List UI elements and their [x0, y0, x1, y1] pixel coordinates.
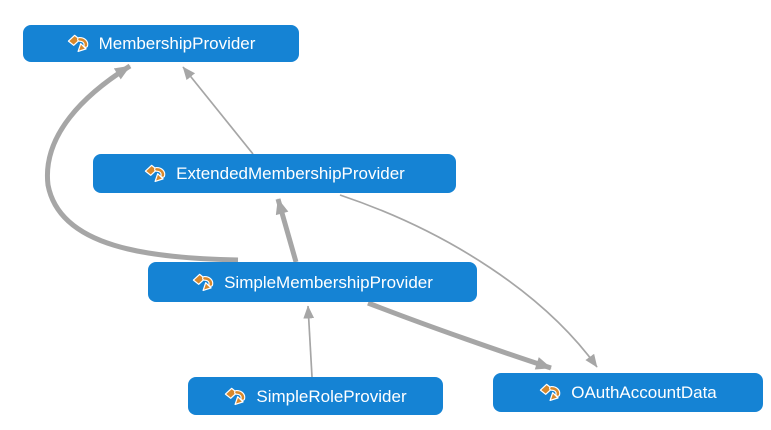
node-label: SimpleRoleProvider — [256, 386, 407, 406]
edge-simple-membership-provider-to-oauth-account-data[interactable] — [367, 300, 552, 371]
edge-simple-membership-provider-to-membership-provider[interactable] — [44, 63, 239, 263]
node-membership-provider[interactable]: MembershipProvider — [23, 25, 299, 62]
node-label: SimpleMembershipProvider — [224, 272, 433, 292]
node-label: MembershipProvider — [98, 34, 256, 53]
class-icon — [67, 34, 88, 53]
node-simple-role-provider[interactable]: SimpleRoleProvider — [188, 377, 443, 415]
edge-simple-role-provider-to-simple-membership-provider[interactable] — [303, 305, 315, 378]
node-extended-membership-provider[interactable]: ExtendedMembershipProvider — [93, 154, 456, 193]
class-icon — [144, 164, 166, 183]
node-label: ExtendedMembershipProvider — [176, 164, 405, 183]
class-icon — [540, 383, 561, 402]
node-label: OAuthAccountData — [571, 383, 717, 402]
class-icon — [192, 273, 214, 291]
node-oauth-account-data[interactable]: OAuthAccountData — [493, 373, 763, 412]
class-icon — [225, 387, 246, 405]
edge-simple-membership-provider-to-extended-membership-provider[interactable] — [275, 198, 299, 263]
node-simple-membership-provider[interactable]: SimpleMembershipProvider — [148, 262, 477, 302]
edge-extended-membership-provider-to-oauth-account-data[interactable] — [339, 194, 598, 368]
edge-extended-membership-provider-to-membership-provider[interactable] — [182, 66, 254, 155]
